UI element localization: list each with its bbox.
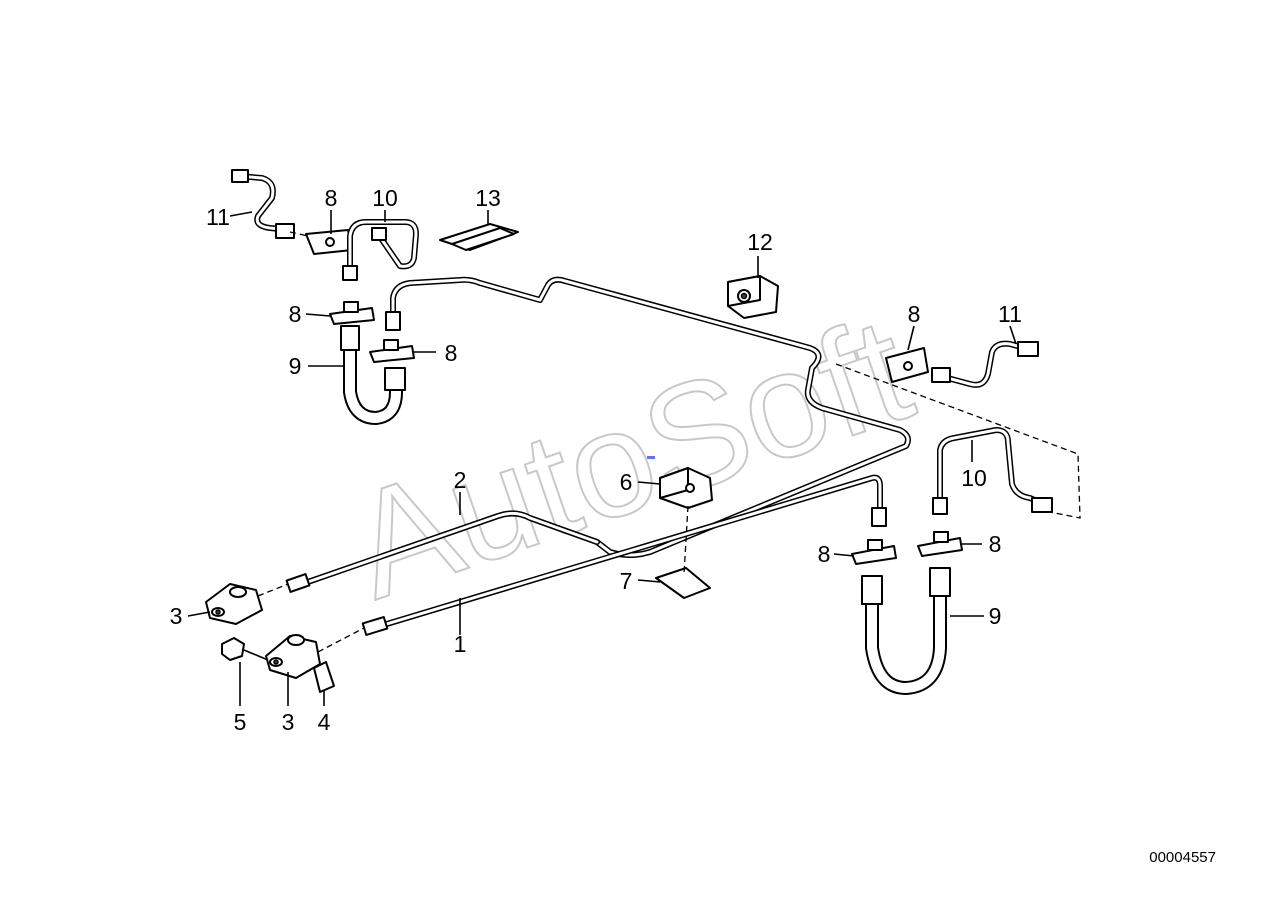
callout-11-right: 11 [998,301,1022,327]
callout-9-right: 9 [989,603,1002,629]
pipe-fittings [285,311,887,636]
callout-8-right-top: 8 [908,301,921,327]
callout-8-left: 8 [289,301,302,327]
brake-pipe-2[interactable] [299,510,600,587]
main-brake-pipe[interactable] [390,276,911,558]
reference-lines [257,231,1081,653]
clip-4[interactable] [313,661,335,693]
callout-8-right-right: 8 [989,531,1002,557]
screw-5[interactable] [221,637,269,661]
callout-8-right-left: 8 [818,541,831,567]
callout-12: 12 [747,229,773,255]
clip-8-right-right[interactable] [917,531,963,557]
marker-dash [647,456,655,459]
clip-8-left-lower[interactable] [369,339,415,363]
callout-5: 5 [234,709,247,735]
distributor-3-lower[interactable] [265,634,321,679]
callout-1: 1 [454,631,467,657]
bracket-12[interactable] [727,275,779,319]
callout-3-bottom: 3 [282,709,295,735]
clip-8-right-upper[interactable] [885,347,929,383]
document-number: 00004557 [1149,849,1216,866]
brake-pipe-10-right[interactable] [932,427,1053,515]
brake-hose-connector-11-right[interactable] [931,340,1039,388]
bracket-6[interactable] [659,467,713,509]
callout-9-left: 9 [289,353,302,379]
callout-10-right: 10 [961,465,987,491]
brake-pipe-10-left[interactable] [342,219,419,281]
clip-7[interactable] [655,567,711,599]
clip-8-right-left[interactable] [851,539,897,565]
clip-13[interactable] [439,223,519,251]
callout-2: 2 [454,467,467,493]
brake-hose-9-left[interactable] [340,325,406,426]
callout-10-left: 10 [372,185,398,211]
clip-8-left-middle[interactable] [329,301,375,325]
brake-hose-connector-11-left[interactable] [231,169,295,239]
callout-3-left: 3 [170,603,183,629]
distributor-3-upper[interactable] [205,583,263,625]
callouts: 1 2 3 3 4 5 6 7 8 8 8 8 8 8 9 9 10 10 11… [170,185,1022,735]
leader-lines [187,210,1017,706]
callout-8-top: 8 [325,185,338,211]
callout-4: 4 [318,709,331,735]
callout-6: 6 [620,469,633,495]
callout-7: 7 [620,568,633,594]
callout-11-left: 11 [206,204,230,230]
brake-hose-9-right[interactable] [861,567,951,696]
brake-pipe-1[interactable] [377,474,883,629]
callout-8-mid: 8 [445,340,458,366]
callout-13: 13 [475,185,501,211]
clip-8-left-upper[interactable] [305,229,353,255]
